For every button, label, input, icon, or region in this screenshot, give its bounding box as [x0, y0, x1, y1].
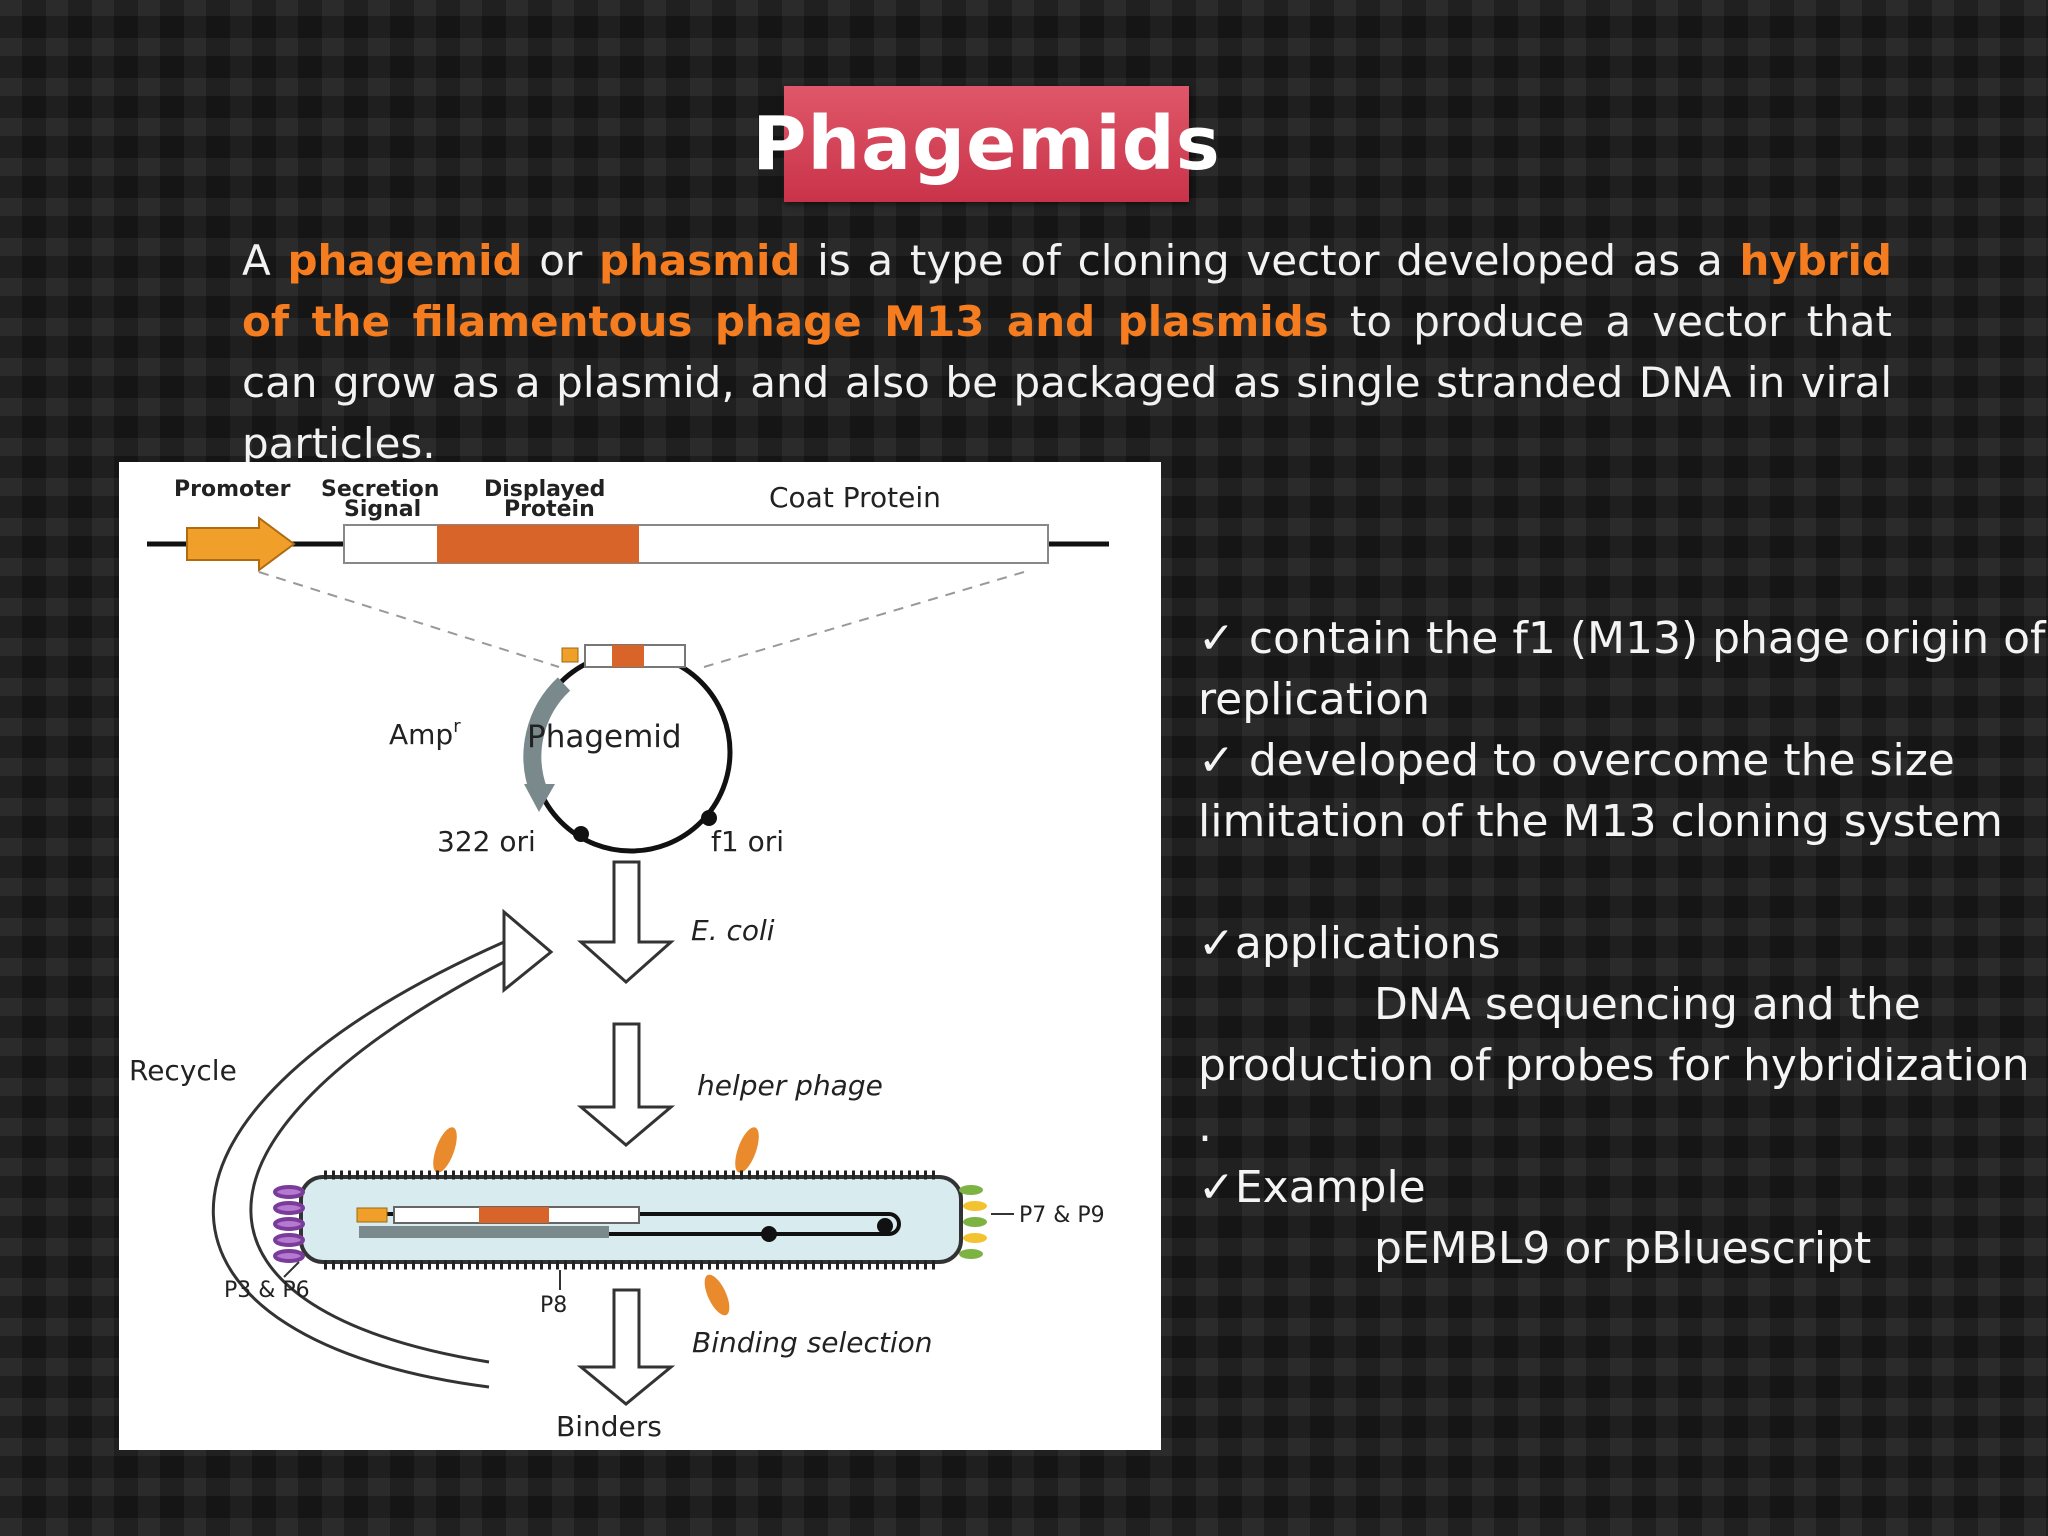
zoom-line-right: [703, 571, 1025, 668]
phagemid-promoter: [561, 647, 579, 663]
zoom-line-left: [258, 571, 560, 668]
bullet-list: ✓ contain the f1 (M13) phage origin of r…: [1198, 608, 2046, 1279]
ampr-arc: [523, 677, 571, 796]
intro-text-3: is a type of cloning vector developed as…: [800, 236, 1740, 285]
label-helper-phage: helper phage: [697, 1069, 883, 1102]
p3-p6-proteins: [273, 1185, 305, 1263]
bullet-1-line-2: replication: [1198, 674, 1431, 725]
recycle-arrowhead: [502, 908, 554, 994]
label-p3-p6: P3 & P6: [224, 1278, 310, 1303]
label-displayed-1: Displayed: [484, 477, 605, 502]
bullet-3-line-3: production of probes for hybridization: [1198, 1040, 2030, 1091]
bullet-1-line-1: ✓ contain the f1 (M13) phage origin of: [1198, 613, 2046, 664]
displayed-protein-bottom: [704, 1274, 730, 1316]
bullet-2-line-1: ✓ developed to overcome the size: [1198, 735, 1955, 786]
label-f1-ori: f1 ori: [711, 825, 784, 858]
arrow-helper-phage: [576, 1022, 676, 1147]
label-secretion-1: Secretion: [321, 477, 439, 502]
intro-paragraph: A phagemid or phasmid is a type of cloni…: [242, 230, 1892, 474]
label-phagemid: Phagemid: [527, 719, 682, 755]
particle-ampr: [359, 1226, 609, 1238]
particle-displayed-gene: [479, 1207, 549, 1223]
label-322-ori: 322 ori: [437, 825, 536, 858]
phagemid-insert-displayed: [612, 645, 644, 667]
displayed-protein-box: [437, 525, 639, 563]
label-binders: Binders: [556, 1410, 662, 1443]
label-recycle: Recycle: [129, 1054, 237, 1087]
phagemid-diagram-svg: Promoter Secretion Signal Displayed Prot…: [129, 477, 1109, 1443]
bullet-3-line-1: ✓applications: [1198, 918, 1501, 969]
packaged-dna: [359, 1212, 901, 1236]
intro-highlight-phasmid: phasmid: [598, 236, 801, 285]
particle-ori-2: [877, 1218, 893, 1234]
intro-highlight-phagemid: phagemid: [287, 236, 523, 285]
bullet-4-line-2: pEMBL9 or pBluescript: [1374, 1223, 1872, 1274]
label-coat-protein: Coat Protein: [769, 481, 941, 514]
intro-text-4: to produce a vector that can grow as a p…: [242, 297, 1892, 468]
label-ecoli: E. coli: [691, 914, 775, 947]
ori-f1-dot: [701, 810, 717, 826]
bullet-gap: [1198, 852, 2018, 913]
label-binding-selection: Binding selection: [692, 1326, 933, 1359]
bullet-4-line-1: ✓Example: [1198, 1162, 1426, 1213]
phagemid-diagram: Promoter Secretion Signal Displayed Prot…: [119, 462, 1161, 1450]
recycle-curve-inner: [249, 960, 505, 1364]
bullet-2-line-2: limitation of the M13 cloning system: [1198, 796, 2003, 847]
intro-highlight-hybrid: hybrid of the filamentous phage M13 and …: [242, 236, 1893, 346]
label-secretion-2: Signal: [344, 497, 421, 522]
promoter-arrow: [186, 516, 296, 572]
p7-p9-proteins: [959, 1185, 987, 1259]
displayed-protein-top-right: [735, 1127, 759, 1173]
arrow-binding-selection: [576, 1288, 676, 1406]
title-banner: Phagemids: [752, 86, 1220, 202]
label-p7-p9: P7 & P9: [1019, 1203, 1105, 1228]
particle-ori-1: [761, 1226, 777, 1242]
label-displayed-2: Protein: [504, 497, 595, 522]
label-promoter: Promoter: [174, 477, 291, 502]
particle-promoter: [356, 1207, 388, 1223]
recycle-curve-outer: [211, 940, 505, 1389]
ori-322-dot: [573, 826, 589, 842]
bullet-3-line-2: DNA sequencing and the: [1374, 979, 1921, 1030]
ampr-arrowhead: [524, 784, 555, 812]
p3p6-leader: [283, 1261, 300, 1278]
intro-text-1: A: [242, 236, 288, 285]
slide-title: Phagemids: [752, 101, 1221, 187]
label-amp: Ampr: [389, 716, 461, 751]
displayed-protein-top-left: [433, 1127, 457, 1173]
bullet-3-line-4: .: [1198, 1101, 1212, 1152]
intro-text-2: or: [522, 236, 599, 285]
arrow-ecoli: [577, 860, 675, 985]
label-p8: P8: [540, 1293, 567, 1318]
